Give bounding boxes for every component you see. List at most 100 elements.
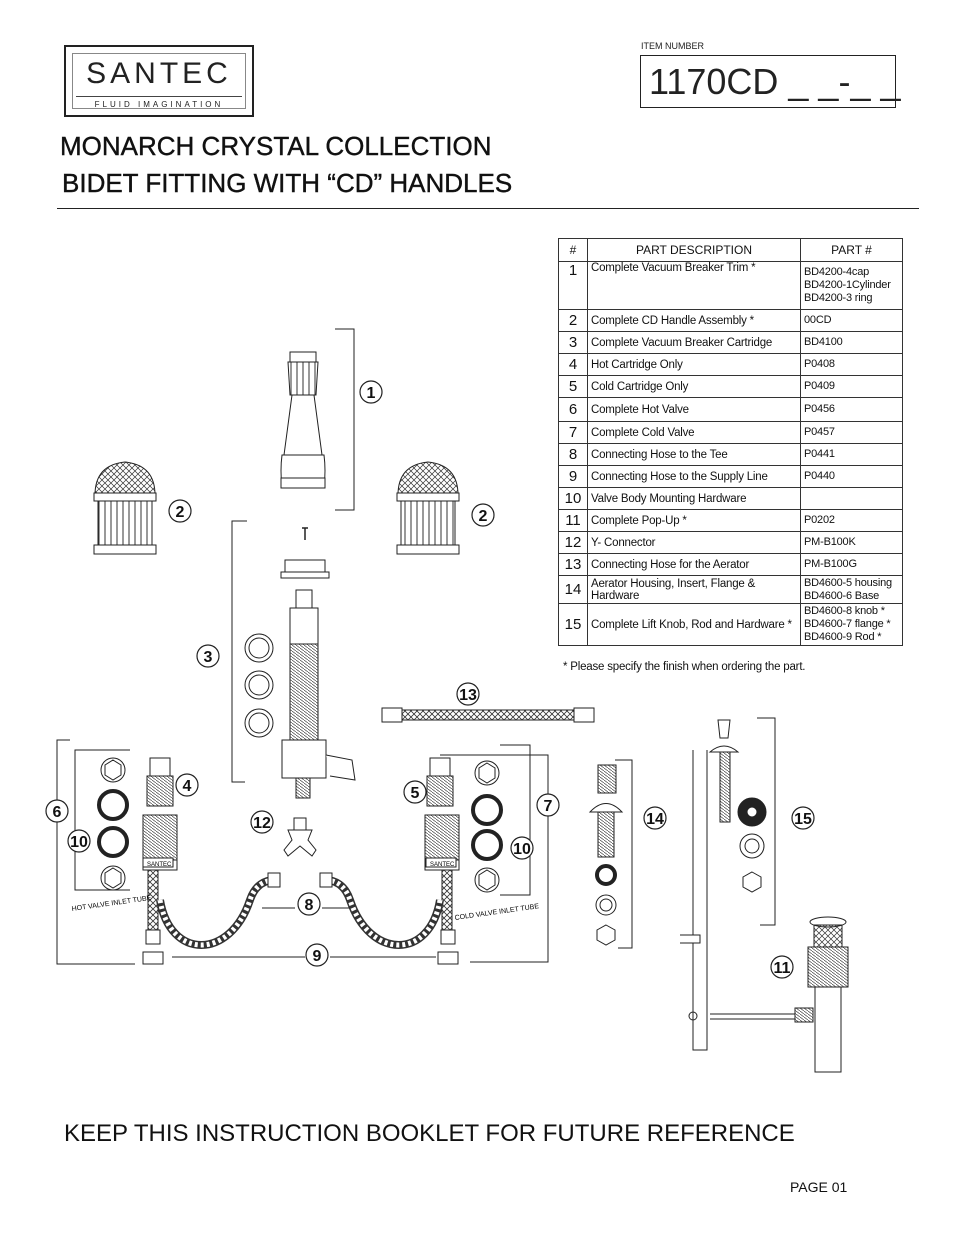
part-code-cell: PM-B100G — [800, 553, 903, 576]
part-number-cell: 14 — [558, 575, 588, 604]
part-description-cell: Complete Vacuum Breaker Cartridge — [587, 331, 801, 354]
callout-label-c14: 14 — [646, 811, 664, 828]
part-number-cell: 1 — [558, 261, 588, 310]
callout-circle-c7 — [536, 793, 560, 817]
handle-right — [396, 461, 460, 555]
callout-label-c2b: 2 — [479, 508, 488, 525]
hot-hose-label: HOT VALVE INLET TUBE — [71, 895, 152, 913]
bracket-15 — [757, 717, 776, 926]
part-code-cell: P0408 — [800, 353, 903, 376]
part-number-cell: 5 — [558, 375, 588, 398]
part-description-cell: Complete Lift Knob, Rod and Hardware * — [587, 603, 801, 646]
brand-logo: SANTEC FLUID IMAGINATION — [64, 45, 254, 117]
callout-label-c7: 7 — [544, 798, 553, 815]
part-number-cell: 2 — [558, 309, 588, 332]
part-number-cell: 9 — [558, 465, 588, 488]
callout-circle-c11 — [770, 955, 794, 979]
bracket-1 — [335, 328, 355, 511]
callout-circle-c10b — [510, 836, 534, 860]
page-number: PAGE 01 — [790, 1179, 848, 1195]
exploded-parts-diagram: HOT VALVE INLET TUBE COLD VALVE INLET TU… — [45, 328, 849, 1073]
part-number-cell: 7 — [558, 421, 588, 444]
part-number-cell: 10 — [558, 487, 588, 510]
cold-valve — [424, 757, 503, 965]
column-header-description: PART DESCRIPTION — [587, 238, 801, 262]
part-code-cell: P0409 — [800, 375, 903, 398]
part-description-cell: Complete Vacuum Breaker Trim * — [587, 261, 801, 310]
logo-name: SANTEC — [86, 57, 232, 90]
callout-label-c13: 13 — [459, 687, 477, 704]
part-description-cell: Valve Body Mounting Hardware — [587, 487, 801, 510]
item-number-value: 1170CD _ _-_ _ — [649, 61, 901, 102]
column-header-num: # — [558, 238, 588, 262]
callout-label-c5: 5 — [411, 785, 420, 802]
bracket-10-right — [440, 754, 549, 963]
part-description-cell: Complete Hot Valve — [587, 397, 801, 422]
part-code-cell: BD4200-4cap BD4200-1Cylinder BD4200-3 ri… — [800, 261, 903, 310]
part-code-cell: P0202 — [800, 509, 903, 532]
collection-title: MONARCH CRYSTAL COLLECTION — [60, 131, 492, 161]
part-number-cell: 15 — [558, 603, 588, 646]
part-description-cell: Hot Cartridge Only — [587, 353, 801, 376]
part-code-cell: 00CD — [800, 309, 903, 332]
callout-label-c6: 6 — [53, 804, 62, 821]
y-connector — [283, 817, 317, 857]
callout-label-c9: 9 — [313, 948, 322, 965]
cold-stamp-text: SANTEC — [430, 862, 455, 868]
logo-tagline: FLUID IMAGINATION — [94, 100, 224, 109]
callout-circle-c2a — [168, 499, 192, 523]
part-number-cell: 6 — [558, 397, 588, 422]
callout-label-c4: 4 — [183, 778, 192, 795]
title-divider — [57, 208, 919, 209]
callout-label-c1: 1 — [367, 385, 376, 402]
hot-stamp-box — [142, 857, 174, 868]
aerator-assembly — [588, 764, 624, 946]
part-code-cell: BD4100 — [800, 331, 903, 354]
bracket-6 — [56, 739, 135, 965]
part-number-cell: 3 — [558, 331, 588, 354]
pop-up-drain — [688, 916, 849, 1073]
handle-left — [93, 461, 157, 555]
part-description-cell: Complete Cold Valve — [587, 421, 801, 444]
callout-circle-c5 — [403, 780, 427, 804]
callout-label-c12: 12 — [253, 815, 271, 832]
callout-circle-c6 — [45, 799, 69, 823]
callout-circle-c1 — [359, 380, 383, 404]
hot-valve — [97, 757, 178, 965]
callout-circle-c14 — [643, 806, 667, 830]
part-code-cell: P0440 — [800, 465, 903, 488]
part-code-cell: BD4600-5 housing BD4600-6 Base — [800, 575, 903, 604]
cold-stamp-box — [425, 857, 457, 868]
callout-label-c15: 15 — [794, 811, 812, 828]
aerator-hose — [381, 707, 595, 723]
vacuum-breaker-cartridge — [244, 527, 356, 799]
callout-label-c11: 11 — [774, 960, 791, 977]
part-number-cell: 8 — [558, 443, 588, 466]
callout-circle-c3 — [196, 644, 220, 668]
bracket-10-left — [74, 749, 130, 891]
part-description-cell: Connecting Hose to the Tee — [587, 443, 801, 466]
part-description-cell: Connecting Hose to the Supply Line — [587, 465, 801, 488]
callout-circle-c9 — [305, 943, 329, 967]
part-number-cell: 4 — [558, 353, 588, 376]
parts-table-header: # PART DESCRIPTION PART # — [558, 238, 903, 262]
logo-divider — [76, 96, 242, 97]
part-code-cell: P0456 — [800, 397, 903, 422]
callout-label-c2a: 2 — [176, 504, 185, 521]
part-code-cell: P0457 — [800, 421, 903, 444]
footer-note: KEEP THIS INSTRUCTION BOOKLET FOR FUTURE… — [64, 1120, 795, 1147]
callout-circle-c4 — [175, 773, 199, 797]
